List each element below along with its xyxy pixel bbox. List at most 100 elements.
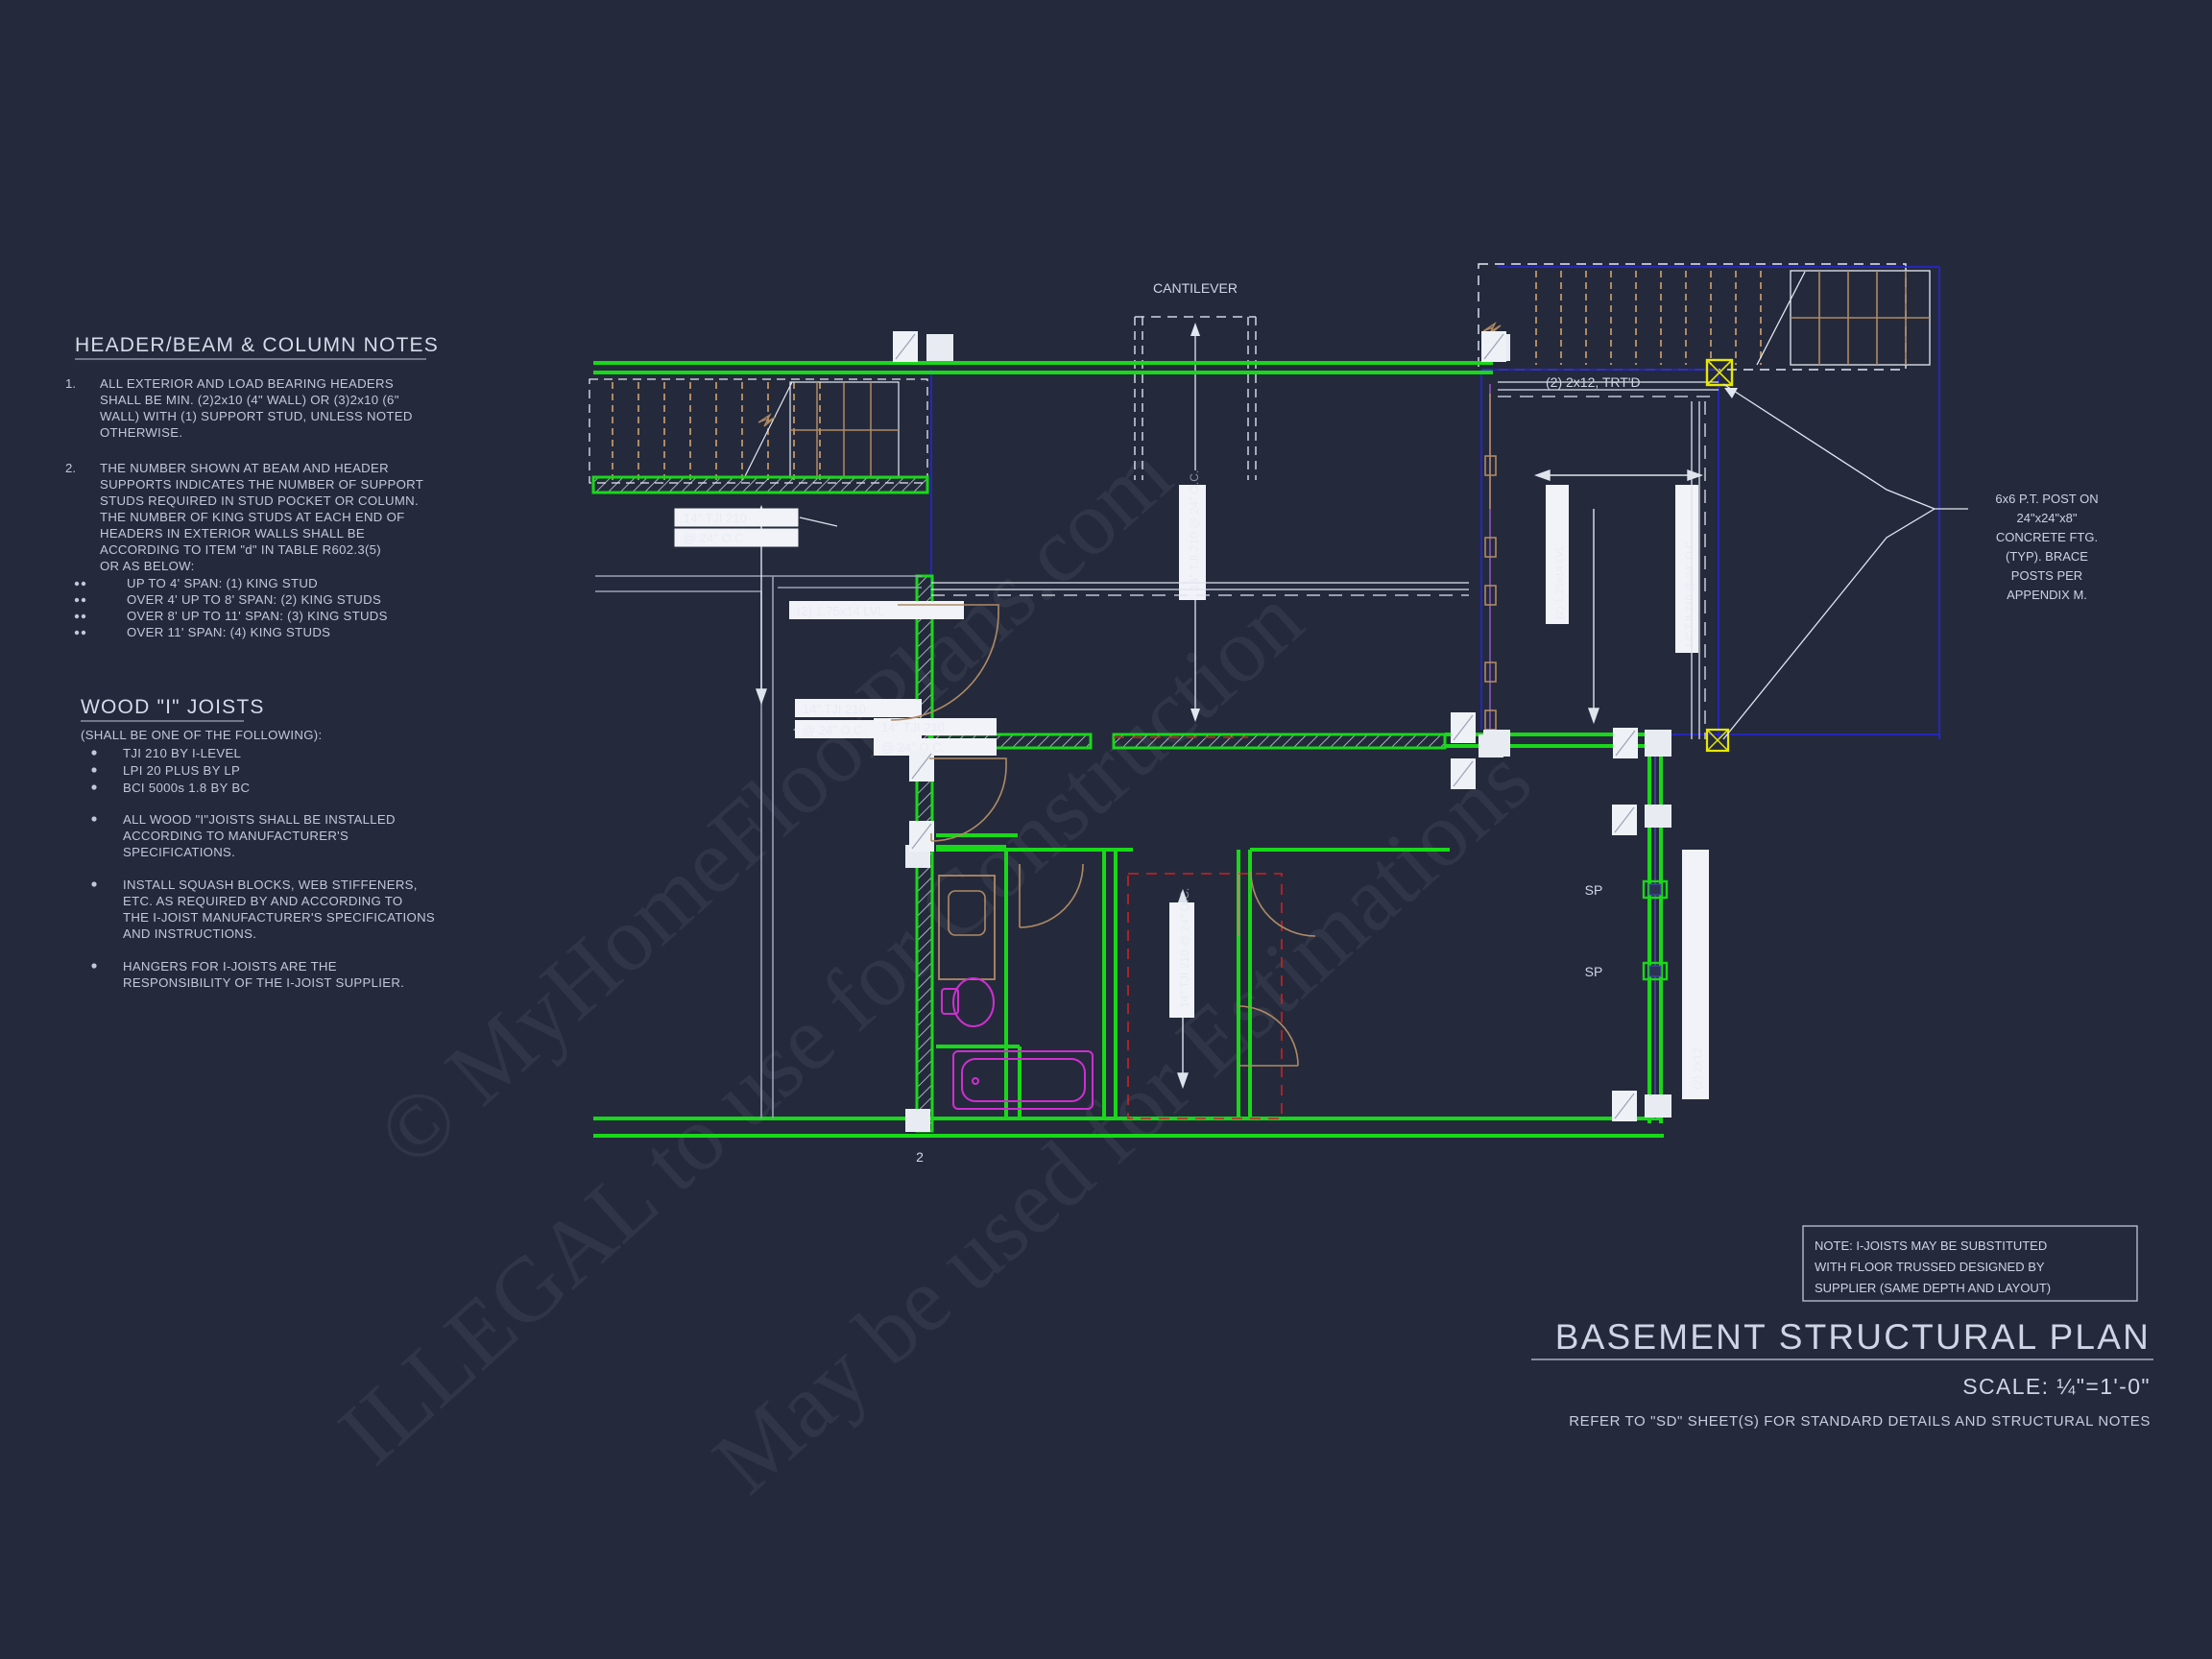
break-line [1756, 271, 1806, 366]
joist-bullet-1-line-1: ALL WOOD "I"JOISTS SHALL BE INSTALLED [123, 812, 396, 827]
bullet-dot [91, 767, 97, 773]
bullet-dot [74, 597, 80, 603]
section-tag [1451, 712, 1476, 743]
bullet-dot [74, 581, 80, 587]
bullet-dot [91, 881, 97, 887]
product-3: BCI 5000s 1.8 BY BC [123, 781, 250, 795]
scale-value: ¼"=1'-0" [2056, 1374, 2151, 1399]
joist-bullet-2-line-4: AND INSTRUCTIONS. [123, 926, 256, 941]
bathtub [952, 1050, 1094, 1110]
scale-prefix: SCALE: [1962, 1374, 2056, 1399]
joist-bullet-2-line-1: INSTALL SQUASH BLOCKS, WEB STIFFENERS, [123, 878, 418, 892]
sub-bullet-1: UP TO 4' SPAN: (1) KING STUD [127, 576, 318, 590]
sp-label-1: SP [1585, 882, 1603, 898]
note-1-line-3: WALL) WITH (1) SUPPORT STUD, UNLESS NOTE… [100, 409, 413, 423]
post-note-line-5: POSTS PER [2011, 568, 2082, 583]
post-note-line-3: CONCRETE FTG. [1996, 530, 2098, 544]
callout-vertical-3: 14" TJI 210 @ 24" O.C. [1684, 538, 1695, 648]
sp-markers: SP SP [1585, 879, 1669, 981]
beam-lines [931, 381, 1719, 739]
bullet-dot [81, 630, 86, 636]
beam-2x12-label: (2) 2x12, TRT'D [1546, 374, 1641, 390]
product-1: TJI 210 BY I-LEVEL [123, 746, 241, 760]
plan-title: BASEMENT STRUCTURAL PLAN [1555, 1317, 2151, 1357]
note-1-line-4: OTHERWISE. [100, 425, 182, 440]
note-1-line-2: SHALL BE MIN. (2)2x10 (4" WALL) OR (3)2x… [100, 393, 399, 407]
post-note-leaders [1722, 383, 1968, 740]
joist-bullet-2-line-2: ETC. AS REQUIRED BY AND ACCORDING TO [123, 894, 402, 908]
section-tag [893, 331, 918, 362]
substitution-note-box: NOTE: I-JOISTS MAY BE SUBSTITUTED WITH F… [1802, 1225, 2138, 1302]
bearing-beam-right [1112, 733, 1447, 750]
section-tag [909, 821, 934, 852]
porch-deck-grid [1790, 270, 1931, 366]
note-box-line-1: NOTE: I-JOISTS MAY BE SUBSTITUTED [1815, 1238, 2047, 1253]
section-tag [1451, 758, 1476, 789]
cantilever-label: CANTILEVER [1153, 280, 1238, 296]
bullet-dot [91, 816, 97, 822]
section-tags [893, 331, 1638, 1121]
red-dashed-footing [1114, 736, 1283, 1119]
note-2-line-3: STUDS REQUIRED IN STUD POCKET OR COLUMN. [100, 493, 419, 508]
stair-joists [612, 382, 821, 480]
sink-basin [948, 890, 986, 936]
joist-bullet-3-line-1: HANGERS FOR I-JOISTS ARE THE [123, 959, 337, 974]
callout-2-line-2: @ 24" O.C. [803, 723, 866, 737]
callout-box-vertical-center: 14" TJI 210 @ 24" O.C. [1169, 888, 1194, 1018]
lvl-callout: (2) 1.75x14 LVL [797, 604, 885, 618]
sub-bullet-3: OVER 8' UP TO 11' SPAN: (3) KING STUDS [127, 609, 388, 623]
floor-plan: CANTILEVER [589, 263, 2099, 1165]
callout-box-tri-2: 14" TJI 210 @ 24" O.C. [1675, 485, 1698, 653]
section-tag [1613, 728, 1638, 758]
callout-vertical-2: (2) 1.75x14 LVL [1554, 545, 1566, 619]
stair-treads [789, 381, 900, 479]
product-2: LPI 20 PLUS BY LP [123, 763, 240, 778]
section-tag [1612, 805, 1637, 835]
pad [1645, 1094, 1671, 1118]
note-1-number: 1. [65, 376, 76, 391]
title-block: BASEMENT STRUCTURAL PLAN SCALE: ¼"=1'-0"… [1531, 1317, 2153, 1430]
callout-box-vertical-top: 14" TJI 210 @ 24" O.C. [1179, 470, 1206, 600]
callout-5-line-1: 14" TJI 210 [881, 720, 945, 734]
post-note-line-1: 6x6 P.T. POST ON [1995, 492, 2098, 506]
joist-bullet-3-line-2: RESPONSIBILITY OF THE I-JOIST SUPPLIER. [123, 975, 404, 990]
callout-box-lvl: (2) 1.75x14 LVL [789, 601, 964, 619]
pad [926, 334, 953, 361]
cantilever-region: CANTILEVER [1134, 280, 1257, 722]
header-beam-notes-title: HEADER/BEAM & COLUMN NOTES [75, 334, 439, 356]
bullet-dot [74, 613, 80, 619]
bullet-dot [91, 750, 97, 756]
pad [1645, 730, 1671, 757]
note-box-line-3: SUPPLIER (SAME DEPTH AND LAYOUT) [1815, 1281, 2051, 1295]
callout-vertical-1: 14" TJI 210 @ 24" O.C. [1178, 888, 1191, 1008]
callout-box-1: 14" TJI 210 @ 24" O.C. [674, 508, 838, 547]
door-swings [890, 604, 1316, 1067]
wood-i-joists-title: WOOD "I" JOISTS [81, 696, 265, 718]
section-tag [909, 751, 934, 781]
porch-framing-right [1478, 263, 1931, 371]
callout-box-tri: (2) 1.75x14 LVL [1546, 485, 1569, 624]
note-2-line-2: SUPPORTS INDICATES THE NUMBER OF SUPPORT [100, 477, 423, 492]
callout-1-line-1: 14" TJI 210 [684, 511, 747, 525]
bathroom-fixtures [938, 875, 1094, 1110]
toilet [941, 977, 995, 1027]
note-1-line-1: ALL EXTERIOR AND LOAD BEARING HEADERS [100, 376, 394, 391]
post-marker-yellow [1705, 358, 1734, 753]
support-stud-count: 2 [916, 1149, 924, 1165]
sp-box-2 [1642, 961, 1669, 981]
section-tag [1530, 499, 1555, 530]
notes-panel: HEADER/BEAM & COLUMN NOTES 1. ALL EXTERI… [65, 334, 439, 990]
break-symbol [757, 413, 777, 427]
plan-scale: SCALE: ¼"=1'-0" [1962, 1374, 2151, 1399]
callout-2-line-1: 14" TJI 210 [803, 702, 866, 716]
refer-note: REFER TO "SD" SHEET(S) FOR STANDARD DETA… [1569, 1413, 2151, 1430]
note-2-line-6: ACCORDING TO ITEM "d" IN TABLE R602.3(5) [100, 542, 381, 557]
post-note-line-2: 24"x24"x8" [2017, 511, 2078, 525]
note-2-number: 2. [65, 461, 76, 475]
break-symbol [1482, 321, 1502, 336]
break-line [743, 381, 793, 479]
note-2-sub-bullets: UP TO 4' SPAN: (1) KING STUD OVER 4' UP … [74, 576, 388, 639]
pad [1645, 805, 1671, 828]
